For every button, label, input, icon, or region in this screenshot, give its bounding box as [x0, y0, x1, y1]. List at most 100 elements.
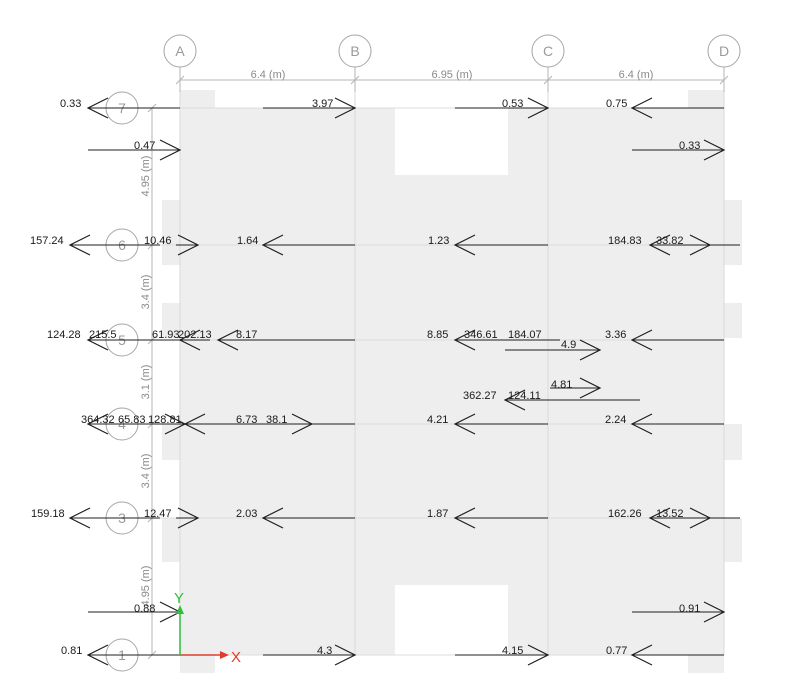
slab-region	[688, 90, 724, 110]
load-value: 0.53	[502, 98, 523, 110]
svg-text:A: A	[175, 43, 185, 59]
load-arrowhead	[68, 507, 91, 529]
slab-region	[688, 655, 724, 673]
x-axis-label: X	[231, 649, 241, 666]
load-arrowhead	[177, 234, 200, 256]
load-arrowhead	[183, 413, 206, 435]
load-value: 0.77	[606, 645, 627, 657]
load-arrowhead	[453, 413, 476, 435]
dimension-tick	[350, 75, 360, 85]
load-value: 13.52	[656, 508, 684, 520]
load-arrowhead	[648, 507, 671, 529]
load-value: 3.36	[605, 329, 626, 341]
dimension-tick	[175, 75, 185, 85]
load-arrowhead	[334, 97, 357, 119]
row-bubbles: 7 6 5 4 3 1	[105, 91, 139, 672]
load-arrowhead	[703, 601, 726, 623]
load-value: 33.82	[656, 235, 684, 247]
load-value: 346.61	[464, 329, 498, 341]
load-value: 162.26	[608, 508, 642, 520]
load-arrowhead	[689, 507, 712, 529]
slab-opening	[395, 108, 508, 175]
load-arrowhead	[527, 644, 550, 666]
grid-bubble-a[interactable]: A	[163, 34, 197, 68]
slab-region	[724, 303, 742, 338]
load-value: 0.75	[606, 98, 627, 110]
load-value: 362.27	[463, 390, 497, 402]
load-arrowhead	[291, 413, 314, 435]
load-arrowhead	[334, 644, 357, 666]
grid-bubble-c[interactable]: C	[531, 34, 565, 68]
y-axis-label: Y	[174, 590, 184, 607]
load-value: 159.18	[31, 508, 65, 520]
load-value: 4.81	[551, 379, 572, 391]
load-value: 1.64	[237, 235, 258, 247]
load-arrowhead	[703, 139, 726, 161]
load-arrowhead	[453, 234, 476, 256]
load-arrowhead	[86, 644, 109, 666]
load-value: 4.3	[317, 645, 332, 657]
load-arrowhead	[178, 329, 201, 351]
slab-region	[355, 108, 395, 655]
load-value: 8.85	[427, 329, 448, 341]
load-value: 0.47	[134, 140, 155, 152]
x-axis-arrowhead	[220, 651, 229, 659]
row-spacing-3-1: 4.95 (m)	[140, 566, 152, 607]
slab-region	[548, 108, 724, 655]
load-value: 10.46	[144, 235, 172, 247]
load-value: 157.24	[30, 235, 64, 247]
load-value: 8.17	[236, 329, 257, 341]
dimension-tick	[543, 75, 553, 85]
load-arrowhead	[86, 329, 109, 351]
grid-bubble-b[interactable]: B	[338, 34, 372, 68]
load-arrowhead	[177, 507, 200, 529]
load-arrowhead	[503, 389, 526, 411]
column-spacing-a-b: 6.4 (m)	[251, 69, 286, 81]
load-arrowhead	[261, 234, 284, 256]
load-value: 0.33	[679, 140, 700, 152]
load-value: 2.03	[236, 508, 257, 520]
row-spacing-6-5: 3.4 (m)	[140, 275, 152, 310]
svg-text:B: B	[350, 43, 359, 59]
grid-bubble-d[interactable]: D	[707, 34, 741, 68]
load-arrowhead	[453, 329, 476, 351]
load-value: 12.47	[144, 508, 172, 520]
load-value: 4.9	[561, 339, 576, 351]
load-arrowhead	[630, 329, 653, 351]
svg-text:D: D	[719, 43, 729, 59]
load-value: 184.07	[508, 329, 542, 341]
load-arrowhead	[630, 413, 653, 435]
load-arrowhead	[689, 234, 712, 256]
load-arrows	[68, 97, 740, 666]
load-arrowhead	[68, 234, 91, 256]
load-arrowhead	[579, 339, 602, 361]
dimension-tick	[719, 75, 729, 85]
load-value: 364.32	[81, 414, 115, 426]
slab-region	[395, 175, 508, 585]
slab-region	[180, 90, 215, 110]
load-value: 61.93	[152, 329, 180, 341]
load-value: 4.15	[502, 645, 523, 657]
slab-opening	[395, 585, 508, 655]
slab-region	[180, 108, 355, 655]
load-value: 0.81	[61, 645, 82, 657]
load-arrowhead	[86, 413, 109, 435]
load-arrowhead	[630, 97, 653, 119]
load-value: 38.1	[266, 414, 287, 426]
load-value: 3.97	[312, 98, 333, 110]
grid-lines	[138, 67, 729, 660]
column-bubbles: A B C D	[163, 34, 741, 68]
load-arrowhead	[648, 234, 671, 256]
load-value: 202.13	[178, 329, 212, 341]
load-value: 2.24	[605, 414, 626, 426]
load-arrowhead	[216, 329, 239, 351]
svg-text:C: C	[543, 43, 553, 59]
slab-region	[724, 424, 742, 460]
row-spacing-4-3: 3.4 (m)	[140, 454, 152, 489]
load-value: 124.11	[508, 390, 541, 402]
slab-regions	[162, 90, 742, 673]
load-value: 0.91	[679, 603, 700, 615]
load-value: 0.33	[60, 98, 81, 110]
column-spacing-b-c: 6.95 (m)	[432, 69, 473, 81]
load-values: 0.33 3.97 0.53 0.75 0.47 0.33 157.24 10.…	[30, 98, 700, 657]
